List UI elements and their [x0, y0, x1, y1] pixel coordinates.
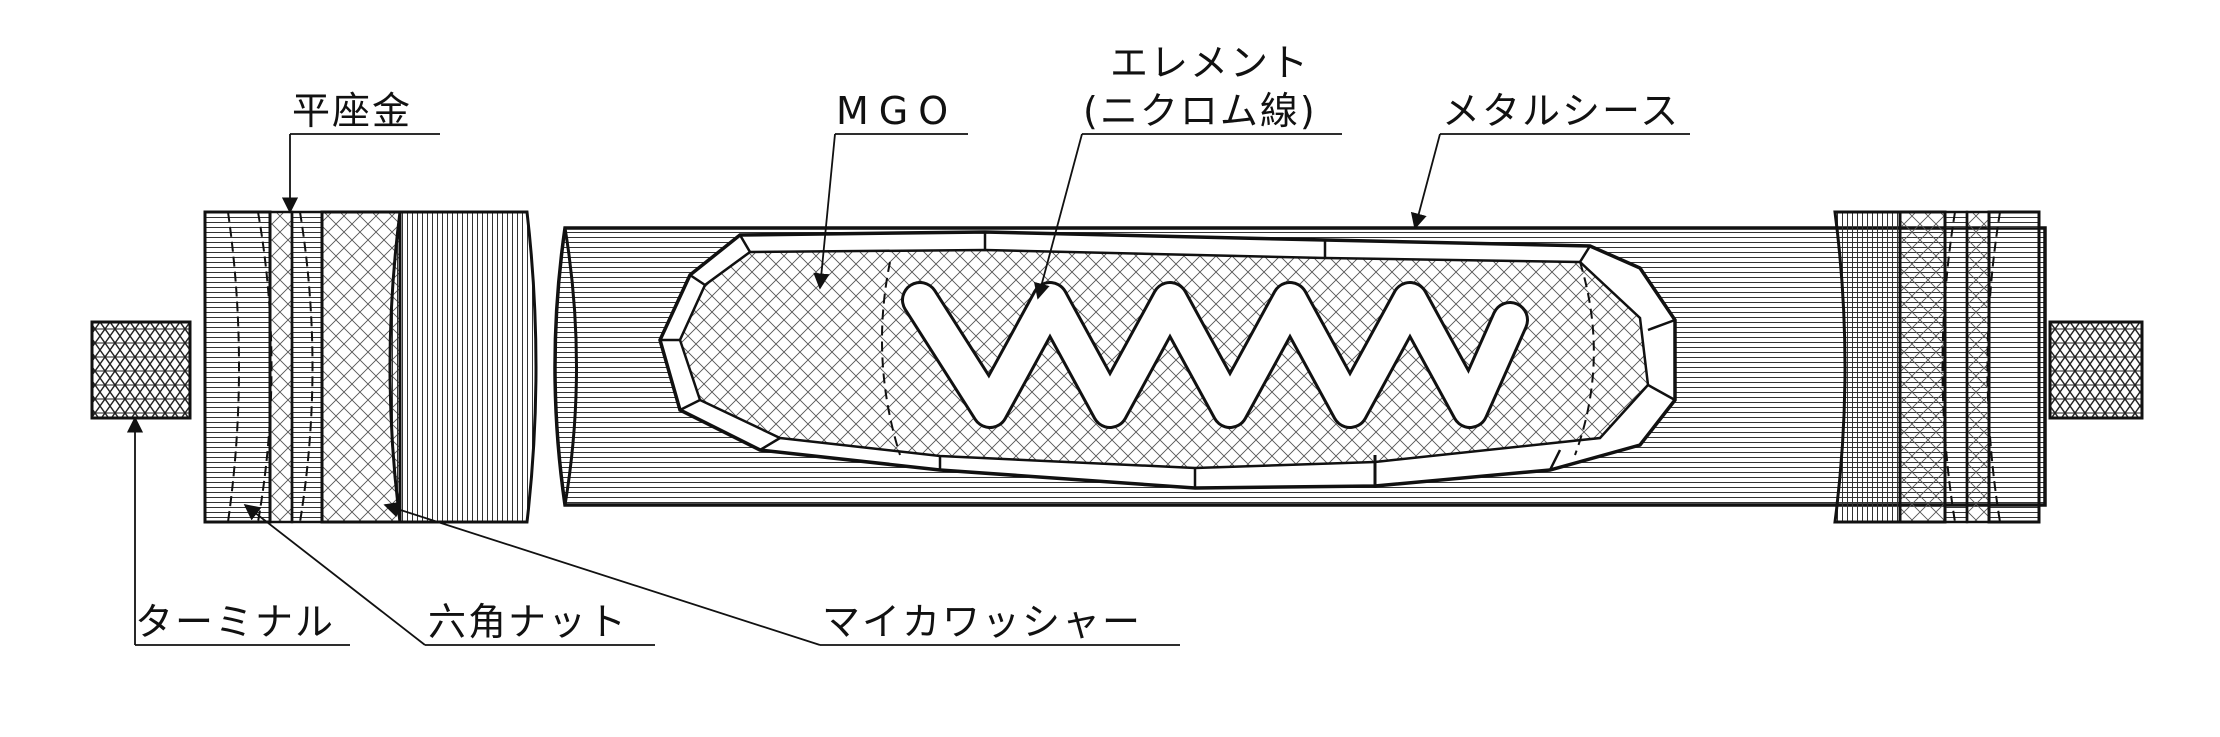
left-sheath-stub [388, 210, 538, 524]
left-mica-washer [320, 210, 402, 524]
left-flat-washer [268, 210, 294, 524]
right-terminal-assembly [1833, 210, 2144, 524]
left-hex-nut [203, 210, 272, 524]
label-terminal: ターミナル [135, 600, 336, 644]
right-hex-nut [1987, 210, 2041, 524]
metal-sheath-body [553, 226, 2047, 507]
leader-lines [126, 133, 1690, 646]
label-mica-washer: マイカワッシャー [822, 600, 1143, 644]
label-element: エレメント [1110, 41, 1311, 85]
right-terminal [2048, 320, 2144, 420]
left-terminal [90, 320, 192, 420]
right-flat-washer [1965, 210, 1991, 524]
label-element-nichrome: (ニクロム線) [1083, 89, 1317, 133]
label-hex-nut: 六角ナット [428, 600, 629, 644]
left-terminal-assembly [90, 210, 538, 524]
label-metal-sheath: メタルシース [1442, 89, 1681, 133]
right-mica-washer [1898, 210, 1947, 524]
right-sheath-stub [1833, 210, 1902, 524]
label-flat-washer: 平座金 [292, 89, 413, 133]
label-mgo: MGO [836, 89, 959, 133]
